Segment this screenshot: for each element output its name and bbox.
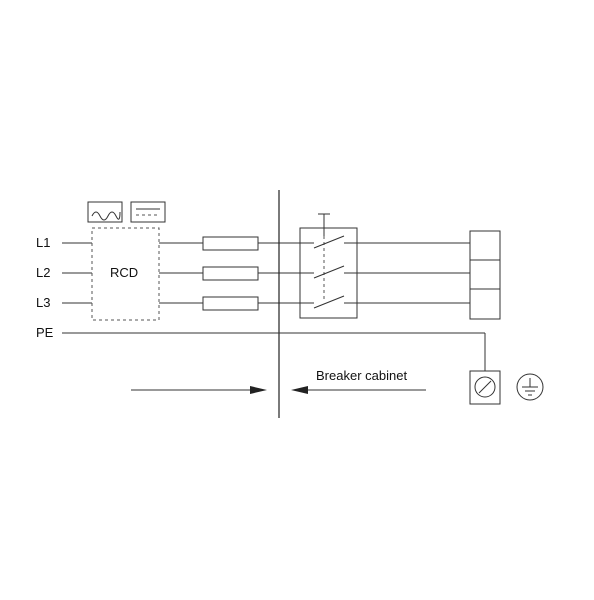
breaker-output-wires	[357, 242, 470, 304]
fuse-l1	[202, 236, 259, 251]
breaker-cabinet-label: Breaker cabinet	[316, 368, 407, 383]
label-l3: L3	[36, 295, 50, 310]
rcd-output-wires	[159, 242, 203, 304]
ac-wave-icon	[87, 201, 123, 223]
incoming-wires	[62, 242, 92, 304]
ground-symbol-icon	[516, 373, 544, 401]
label-pe: PE	[36, 325, 54, 340]
terminal-block	[469, 230, 501, 320]
rcd-label: RCD	[110, 265, 138, 280]
label-l2: L2	[36, 265, 50, 280]
label-l1: L1	[36, 235, 50, 250]
fuse-l2	[202, 266, 259, 281]
pe-wire	[62, 332, 486, 371]
rcd-box	[91, 227, 160, 321]
circuit-breaker	[299, 213, 358, 319]
arrow-left	[291, 386, 426, 394]
arrow-right	[131, 386, 267, 394]
dc-dashed-icon	[130, 201, 166, 223]
fuse-l3	[202, 296, 259, 311]
earth-terminal-icon	[469, 370, 501, 405]
